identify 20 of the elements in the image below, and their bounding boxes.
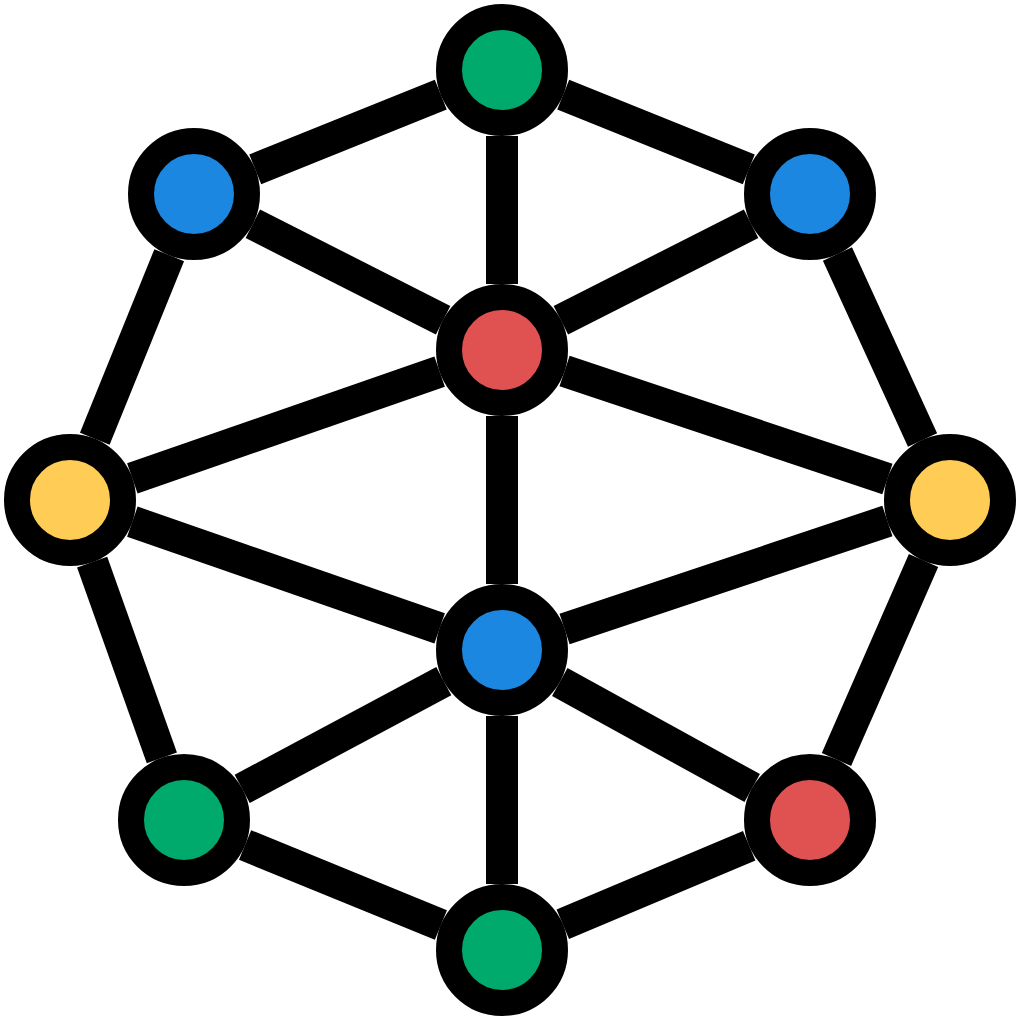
connector-line — [77, 556, 177, 764]
connector-line — [821, 554, 939, 766]
connector-line — [486, 416, 518, 584]
connector-line — [553, 209, 759, 335]
connector-line — [486, 136, 518, 284]
connector-line — [552, 667, 760, 803]
connector-line — [127, 506, 445, 644]
connector-line — [249, 79, 447, 185]
connector-line — [245, 209, 451, 335]
connector-line — [127, 356, 445, 494]
network-node — [884, 434, 1016, 566]
connector-line — [559, 505, 893, 645]
connector-line — [486, 716, 518, 884]
connector-line — [79, 249, 185, 445]
connector-line — [822, 247, 938, 447]
connector-line — [556, 830, 756, 940]
connector-line — [559, 355, 893, 495]
connector-line — [234, 667, 452, 803]
connector-line — [557, 79, 755, 185]
connector-line — [239, 830, 447, 940]
